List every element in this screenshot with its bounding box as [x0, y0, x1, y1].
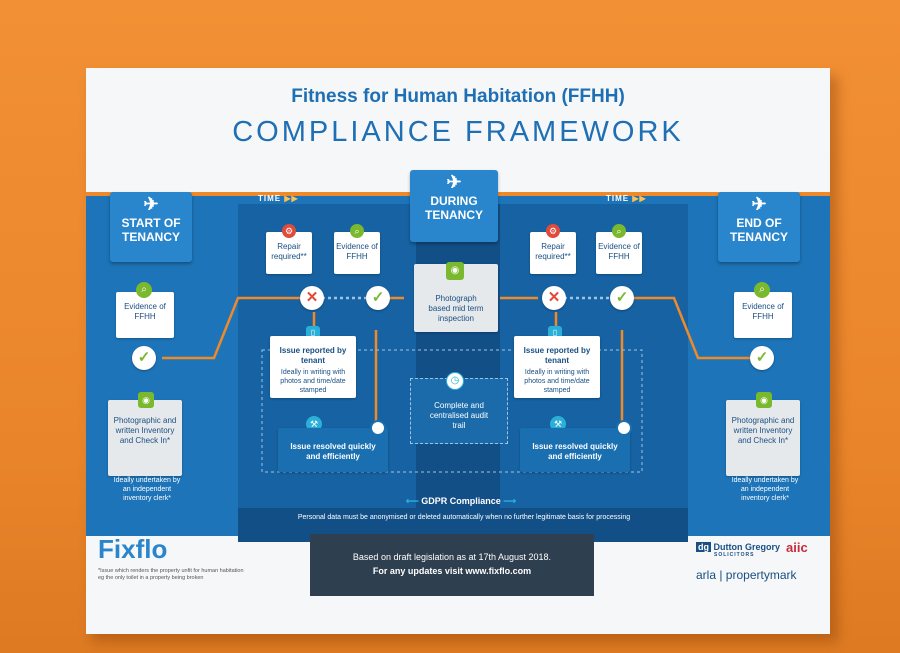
node-dot	[616, 420, 632, 436]
repair-card-right: Repair required**	[530, 232, 576, 274]
time-label-right: TIME ▶▶	[606, 194, 647, 203]
plane-icon: ✈	[446, 172, 462, 192]
personal-data-note: Personal data must be anonymised or dele…	[297, 514, 631, 521]
search-icon: ⌕	[350, 224, 364, 238]
flow-lines	[162, 296, 752, 473]
poster-title: Fitness for Human Habitation (FFHH)	[291, 86, 625, 107]
check-icon: ✓	[132, 346, 156, 370]
dutton-gregory-logo: dg Dutton Gregory SOLICITORS	[696, 542, 781, 558]
end-of-tenancy-header: ✈ END OF TENANCY	[718, 192, 800, 262]
issue-card-right: Issue reported by tenant Ideally in writ…	[514, 336, 600, 398]
resolved-card-right: Issue resolved quickly and efficiently	[520, 428, 630, 472]
flow-line-start	[162, 296, 300, 360]
repair-card-left: Repair required**	[266, 232, 312, 274]
arrow-right-icon: ⟶	[503, 496, 517, 506]
cross-icon: ✕	[300, 286, 324, 310]
start-of-tenancy-header: ✈ START OF TENANCY	[110, 192, 192, 262]
time-label-left: TIME ▶▶	[258, 194, 299, 203]
fixflo-logo: Fixflo	[98, 534, 168, 564]
end-inventory-card: Photographic and written Inventory and C…	[726, 400, 800, 476]
issue-card-left: Issue reported by tenant Ideally in writ…	[270, 336, 356, 398]
check-icon: ✓	[610, 286, 634, 310]
poster-subtitle: COMPLIANCE FRAMEWORK	[232, 116, 684, 148]
panel-centre	[416, 204, 500, 534]
gear-icon: ⚙	[282, 224, 296, 238]
camera-icon: ◉	[756, 392, 772, 408]
check-icon: ✓	[366, 286, 390, 310]
start-independent-note: Ideally undertaken by an independent inv…	[113, 477, 181, 502]
info-box: Based on draft legislation as at 17th Au…	[310, 534, 594, 596]
camera-icon: ◉	[138, 392, 154, 408]
aiic-logo: aiic	[786, 540, 808, 555]
check-icon: ✓	[750, 346, 774, 370]
gdpr-label: ⟵ GDPR Compliance ⟶	[405, 496, 517, 506]
plane-landing-icon: ✈	[751, 194, 767, 214]
clock-icon: ◷	[446, 372, 464, 390]
gear-icon: ⚙	[546, 224, 560, 238]
flow-line-end	[622, 296, 752, 360]
end-independent-note: Ideally undertaken by an independent inv…	[731, 477, 799, 502]
during-tenancy-header: ✈ DURING TENANCY	[410, 170, 498, 242]
node-dot	[370, 420, 386, 436]
start-inventory-card: Photographic and written Inventory and C…	[108, 400, 182, 476]
camera-icon: ◉	[446, 262, 464, 280]
cross-icon: ✕	[542, 286, 566, 310]
search-icon: ⌕	[754, 282, 770, 298]
audit-dashed-box	[261, 349, 643, 473]
search-icon: ⌕	[612, 224, 626, 238]
end-evidence-card: Evidence of FFHH	[734, 292, 792, 338]
poster: Fitness for Human Habitation (FFHH) COMP…	[86, 68, 830, 634]
arrow-left-icon: ⟵	[405, 496, 419, 506]
plane-takeoff-icon: ✈	[143, 194, 159, 214]
search-icon: ⌕	[136, 282, 152, 298]
arla-propertymark-logo: arla | propertymark	[696, 568, 797, 582]
start-evidence-card: Evidence of FFHH	[116, 292, 174, 338]
footnote: *Issue which renders the property unfit …	[98, 568, 244, 581]
evidence-card-right: Evidence of FFHH	[596, 232, 642, 274]
resolved-card-left: Issue resolved quickly and efficiently	[278, 428, 388, 472]
evidence-card-left: Evidence of FFHH	[334, 232, 380, 274]
